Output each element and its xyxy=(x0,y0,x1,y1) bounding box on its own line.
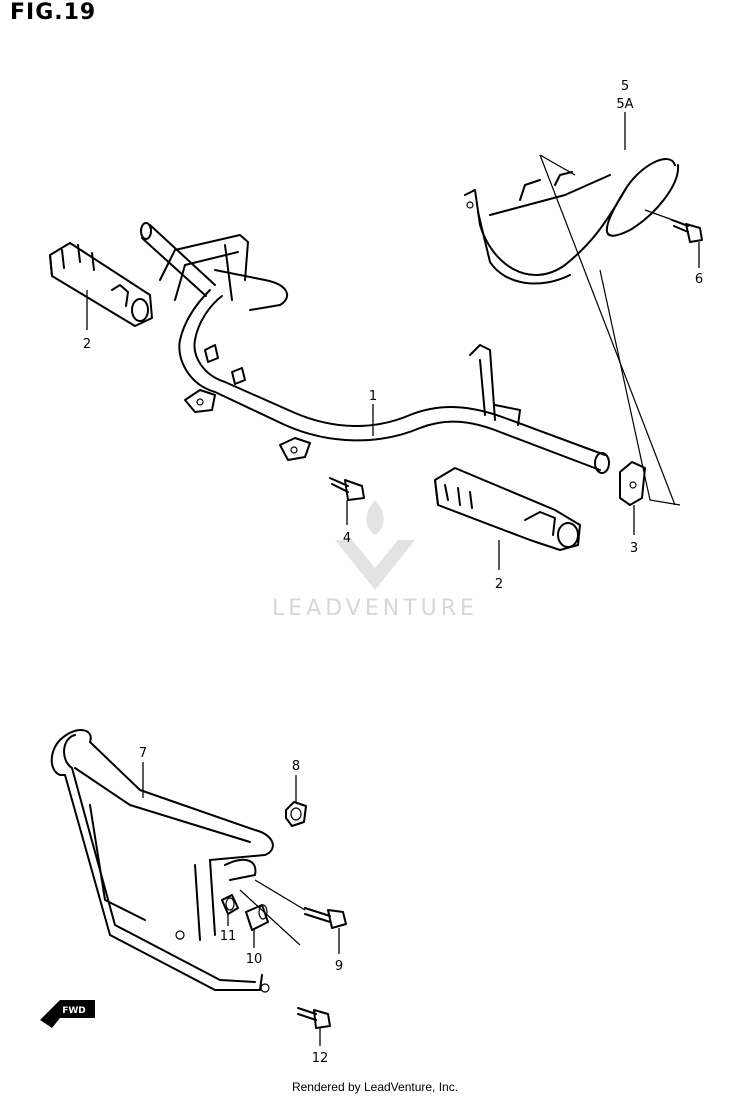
part-bushing-11 xyxy=(221,894,239,915)
callout-8: 8 xyxy=(292,759,300,802)
callout-10: 10 xyxy=(246,930,263,967)
guide-line xyxy=(254,879,306,911)
part-collar-10 xyxy=(245,904,269,931)
front-direction-label: FWD xyxy=(62,1006,86,1016)
callout-label: 9 xyxy=(335,959,343,974)
part-bolt-9 xyxy=(304,907,347,929)
guide-line xyxy=(599,269,681,506)
callout-label: 4 xyxy=(343,531,351,546)
callout-label: 10 xyxy=(246,952,263,967)
guide-line xyxy=(644,209,685,225)
footer-credit: Rendered by LeadVenture, Inc. xyxy=(291,1080,459,1094)
callout-label: 3 xyxy=(630,541,638,556)
callout-label: 8 xyxy=(292,759,300,774)
callout-5: 5 xyxy=(621,79,629,94)
figure-title: FIG.19 xyxy=(10,0,97,25)
part-nut-8 xyxy=(285,801,307,827)
part-front-guard-7 xyxy=(50,729,274,993)
part-bolt-4 xyxy=(329,477,365,501)
callout-11: 11 xyxy=(220,914,237,944)
callout-5a: 5A xyxy=(616,97,634,150)
guide-line xyxy=(239,889,301,946)
part-bolt-6 xyxy=(671,219,703,243)
front-direction-arrow-icon: FWD xyxy=(40,1000,95,1028)
part-bolt-12 xyxy=(297,1007,331,1029)
callout-1: 1 xyxy=(369,389,377,436)
callout-9: 9 xyxy=(335,928,343,974)
guide-line xyxy=(539,154,676,506)
callout-4: 4 xyxy=(343,500,351,546)
part-footrest-rubber-left xyxy=(49,242,153,327)
callout-6: 6 xyxy=(695,242,703,287)
callout-label: 6 xyxy=(695,272,703,287)
callout-label: 11 xyxy=(220,929,237,944)
callout-label: 7 xyxy=(139,746,147,761)
watermark-logo-icon xyxy=(335,500,415,590)
callout-label: 12 xyxy=(312,1051,329,1066)
callout-label: 1 xyxy=(369,389,377,404)
callout-3: 3 xyxy=(630,505,638,556)
callout-label: 5A xyxy=(616,97,633,112)
callout-label: 2 xyxy=(495,577,503,592)
callout-2-left: 2 xyxy=(83,290,91,352)
watermark: LEADVENTURE xyxy=(272,500,478,621)
part-footrest-rubber-right xyxy=(434,467,581,551)
callout-12: 12 xyxy=(312,1028,329,1066)
callout-label: 5 xyxy=(621,79,629,94)
part-footrest-bar xyxy=(140,222,610,474)
part-plate xyxy=(619,461,646,506)
callout-label: 2 xyxy=(83,337,91,352)
part-guard-5 xyxy=(464,154,680,285)
callout-2-right: 2 xyxy=(495,540,503,592)
callout-7: 7 xyxy=(139,746,147,798)
watermark-text: LEADVENTURE xyxy=(272,596,478,621)
